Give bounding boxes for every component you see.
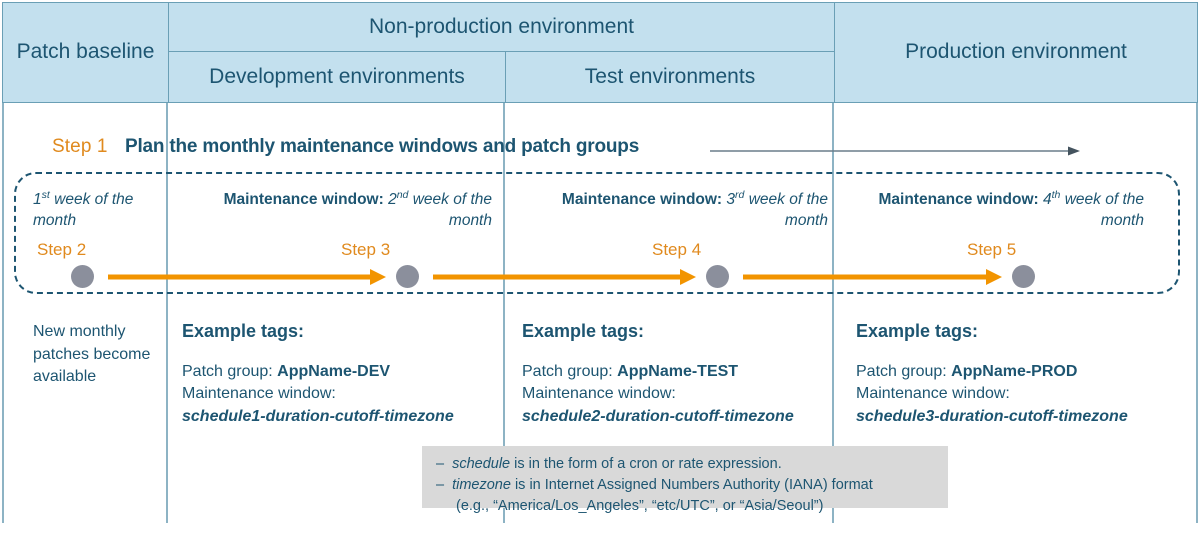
header-band: Patch baseline Non-production environmen… (2, 2, 1198, 103)
step4-label: Step 4 (652, 240, 702, 259)
header-test-environments: Test environments (505, 51, 835, 103)
dev-maintenance-window-label: Maintenance window: (182, 385, 336, 403)
column-rule-left-edge (2, 103, 4, 523)
footnote-box: – schedule is in the form of a cron or r… (422, 446, 948, 514)
header-non-production: Non-production environment (168, 2, 835, 52)
prod-maintenance-window-label: Maintenance window: (856, 385, 1010, 403)
step1-title: Plan the monthly maintenance windows and… (125, 136, 640, 157)
dev-maintenance-window-text: Maintenance window: 2nd week of the mont… (223, 189, 492, 230)
step3-to-step4-arrow-icon (433, 269, 696, 285)
footnote-line-2: – timezone is in Internet Assigned Numbe… (436, 475, 936, 496)
step3-label: Step 3 (341, 240, 391, 259)
maintenance-window-dashed-region (14, 172, 1180, 294)
test-maintenance-window-label: Maintenance window: (522, 385, 676, 403)
header-development-environments: Development environments (168, 51, 506, 103)
footnote-dash-2: – (436, 477, 445, 494)
step4-node-circle (706, 265, 729, 288)
footnote-text-2: timezone is in Internet Assigned Numbers… (452, 477, 873, 494)
footnote-text-3: (e.g., “America/Los_Angeles”, “etc/UTC”,… (456, 498, 824, 515)
step5-node-circle (1012, 265, 1035, 288)
step1-flow-arrow-icon (710, 146, 1080, 156)
test-example-tags-block: Example tags: Patch group: AppName-TEST … (522, 319, 794, 429)
column-rule-3 (832, 103, 834, 523)
header-patch-baseline: Patch baseline (2, 2, 169, 103)
column-rule-right-edge (1196, 103, 1198, 523)
footnote-line-1: – schedule is in the form of a cron or r… (436, 454, 936, 475)
prod-example-tags-title: Example tags: (856, 321, 979, 341)
prod-example-tags-block: Example tags: Patch group: AppName-PROD … (856, 319, 1128, 429)
dev-example-tags-title: Example tags: (182, 321, 305, 341)
prod-maintenance-window-value: schedule3-duration-cutoff-timezone (856, 407, 1128, 425)
step5-label: Step 5 (967, 240, 1017, 259)
step1-row: Step 1 Plan the monthly maintenance wind… (0, 136, 1200, 168)
step1-label: Step 1 (52, 136, 108, 157)
test-patch-group-line: Patch group: AppName-TEST (522, 362, 739, 380)
prod-maintenance-window-text: Maintenance window: 4th week of the mont… (878, 189, 1145, 230)
baseline-new-patches-note: New monthly patches become available (33, 323, 151, 386)
step2-node-circle (71, 265, 94, 288)
header-production-environment: Production environment (834, 2, 1198, 103)
step2-to-step3-arrow-icon (108, 269, 386, 285)
step3-node-circle (396, 265, 419, 288)
test-example-tags-title: Example tags: (522, 321, 645, 341)
column-rule-2 (503, 103, 505, 523)
column-rule-1 (166, 103, 168, 523)
footnote-dash-1: – (436, 456, 445, 472)
footnote-text-1: schedule is in the form of a cron or rat… (452, 456, 782, 472)
dev-maintenance-window-value: schedule1-duration-cutoff-timezone (182, 407, 454, 425)
step4-to-step5-arrow-icon (743, 269, 1002, 285)
baseline-week-text: 1st week of the month (33, 189, 134, 230)
dev-patch-group-line: Patch group: AppName-DEV (182, 362, 391, 380)
prod-patch-group-line: Patch group: AppName-PROD (856, 362, 1078, 380)
dev-example-tags-block: Example tags: Patch group: AppName-DEV M… (182, 319, 454, 429)
test-maintenance-window-value: schedule2-duration-cutoff-timezone (522, 407, 794, 425)
test-maintenance-window-text: Maintenance window: 3rd week of the mont… (561, 189, 828, 230)
step2-label: Step 2 (37, 240, 87, 259)
